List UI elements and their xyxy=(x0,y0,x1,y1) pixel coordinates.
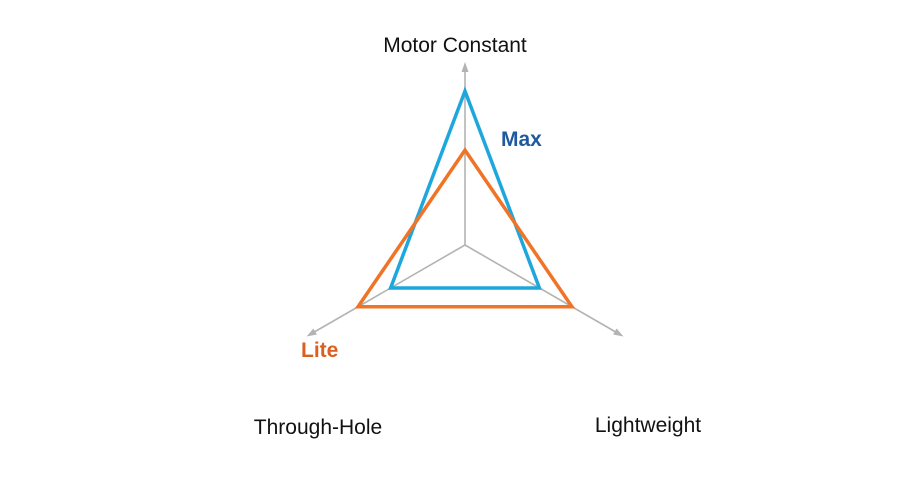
axis-line-through-hole xyxy=(309,244,466,336)
labels-layer: Motor Constant Lightweight Through-Hole … xyxy=(254,34,701,439)
series-label-max: Max xyxy=(501,128,542,151)
axis-line-lightweight xyxy=(464,244,621,336)
series-polygon-lite xyxy=(354,146,576,309)
series-label-lite: Lite xyxy=(301,339,338,362)
series-polygon-max xyxy=(388,86,542,290)
axis-label-motor-constant: Motor Constant xyxy=(383,34,527,57)
axes-layer xyxy=(306,62,624,337)
axis-arrow-through-hole xyxy=(306,328,317,337)
axis-arrow-lightweight xyxy=(613,328,624,337)
series-layer xyxy=(354,86,576,309)
axis-label-lightweight: Lightweight xyxy=(595,414,701,437)
axis-arrow-motor-constant xyxy=(461,62,469,72)
axis-label-through-hole: Through-Hole xyxy=(254,416,382,439)
